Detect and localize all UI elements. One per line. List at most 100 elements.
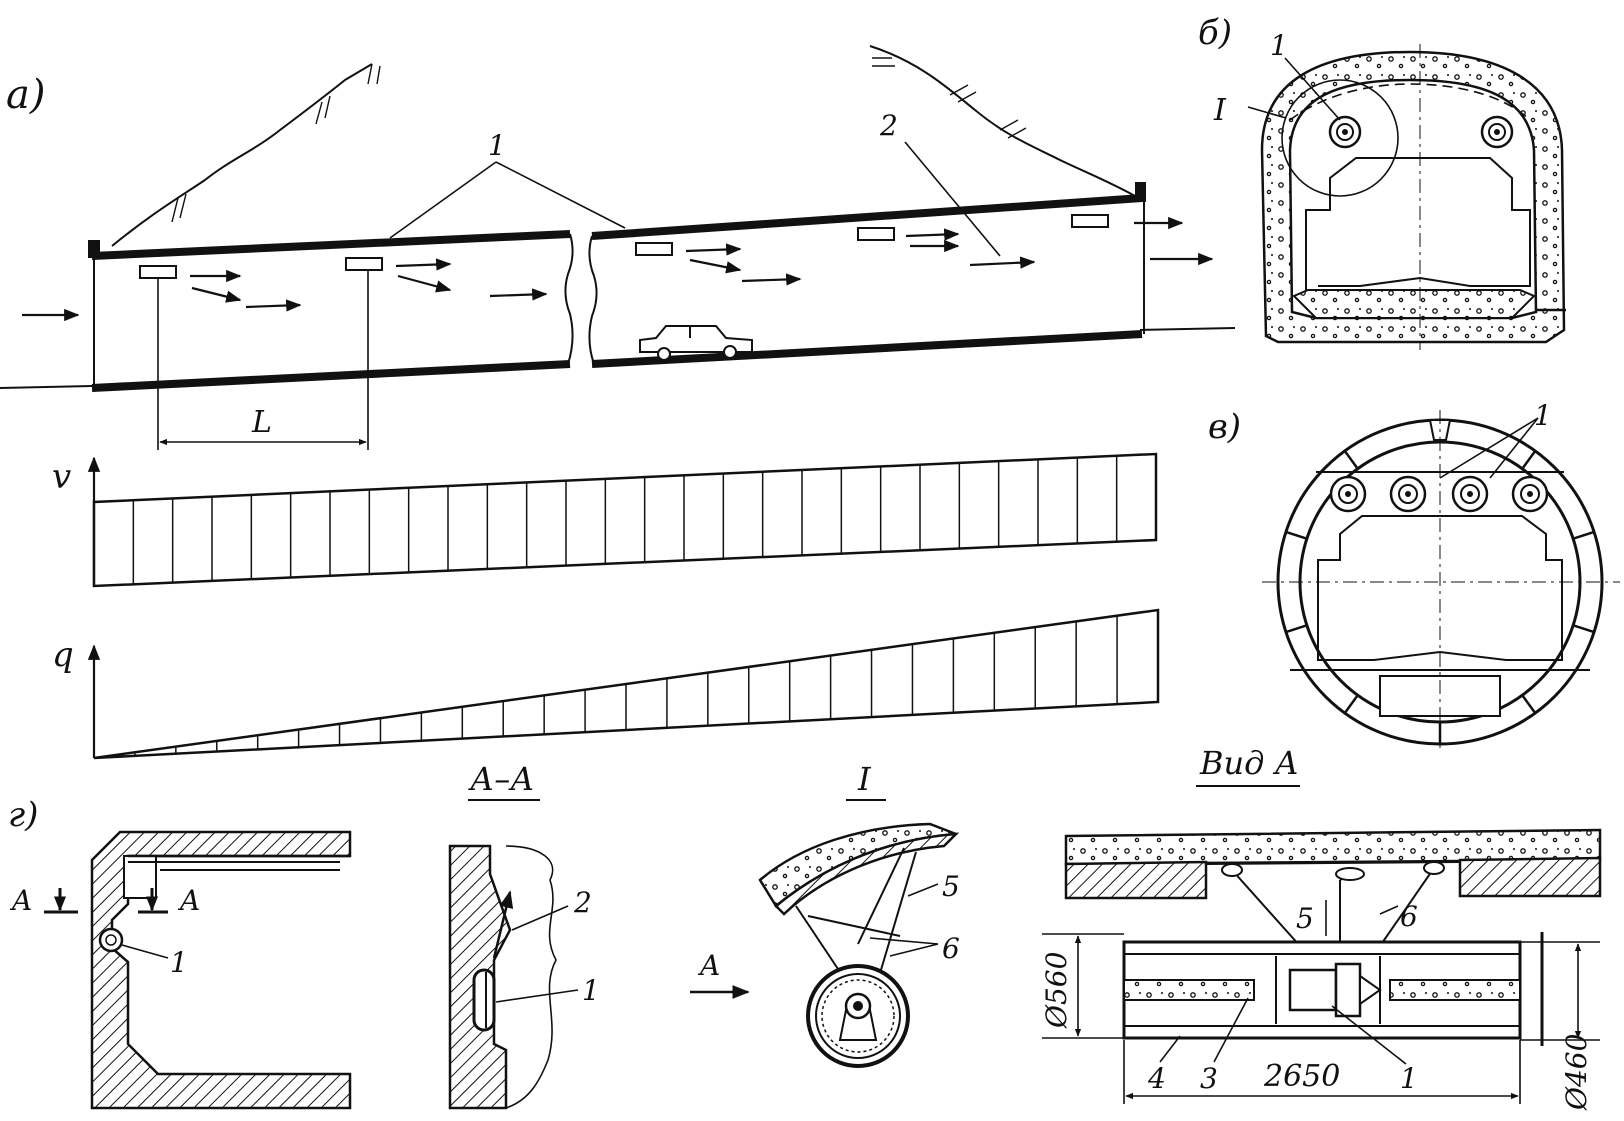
panel-label-g: г) bbox=[8, 795, 38, 835]
mountain-right bbox=[869, 45, 1136, 197]
segment-joint bbox=[1343, 450, 1359, 470]
callout-1-b: 1 bbox=[1270, 29, 1288, 62]
wall-lining-g bbox=[90, 830, 352, 1110]
callout-5-leader-I bbox=[907, 883, 939, 897]
vehicle-gauge-v bbox=[1317, 515, 1563, 661]
callout-4-leader-A bbox=[1159, 1035, 1181, 1063]
view-A-title: Вид А bbox=[1199, 744, 1299, 782]
discharge-bins bbox=[93, 608, 1160, 760]
panel-label-b: б) bbox=[1198, 13, 1232, 53]
fan-unit-right bbox=[1480, 115, 1514, 149]
wall-face-aa bbox=[505, 845, 557, 1109]
span-dimension bbox=[157, 270, 369, 450]
jet-fans bbox=[139, 214, 1109, 279]
span-label: L bbox=[251, 405, 272, 440]
vehicle-gauge-b bbox=[1305, 157, 1531, 290]
dim-length bbox=[1123, 1040, 1521, 1104]
cut-mark-right bbox=[138, 888, 168, 914]
horseshoe-interior bbox=[1288, 78, 1538, 320]
jet-direction-arrow bbox=[492, 890, 514, 959]
detail-I-title: I bbox=[857, 760, 872, 798]
cable-line-b bbox=[1289, 83, 1531, 121]
panel-label-a: а) bbox=[6, 72, 45, 118]
cut-mark-right-label: A bbox=[177, 884, 200, 917]
detail-circle-I bbox=[1281, 79, 1399, 197]
silencer-left bbox=[1123, 979, 1255, 1001]
section-horseshoe: б) I 1 bbox=[1198, 13, 1566, 350]
callout-6-I: 6 bbox=[942, 932, 960, 965]
jet-fan bbox=[345, 257, 383, 271]
callout-6-leader-A bbox=[1379, 905, 1399, 915]
cut-mark-left bbox=[44, 888, 78, 914]
detail-leader-I bbox=[1247, 106, 1287, 119]
callout-1: 1 bbox=[488, 129, 506, 162]
callout-1-leader-aa bbox=[495, 989, 579, 1003]
velocity-axis-label: v bbox=[52, 457, 71, 497]
callout-1-leaders-v bbox=[1439, 417, 1539, 479]
longitudinal-profile: а) bbox=[0, 45, 1236, 450]
callout-2-leader bbox=[904, 141, 1001, 257]
jet-fan-unit bbox=[1511, 475, 1549, 513]
segment-joint bbox=[1343, 694, 1359, 714]
ceiling-bracket-right bbox=[1458, 856, 1602, 898]
discharge-diagram: q bbox=[52, 608, 1160, 760]
mountain-right-hatching bbox=[872, 57, 1027, 139]
discharge-axis-label: q bbox=[52, 635, 74, 675]
callout-1-v: 1 bbox=[1534, 399, 1552, 432]
ceiling-underside bbox=[1205, 861, 1461, 865]
dim-inner-diameter bbox=[1520, 941, 1600, 1041]
callout-1-leader-b bbox=[1284, 57, 1341, 121]
callout-3-leader-A bbox=[1213, 997, 1249, 1063]
ground-line-left bbox=[0, 385, 93, 389]
section-aa-title: А–А bbox=[468, 760, 534, 798]
callout-1-g: 1 bbox=[170, 946, 188, 979]
jet-fan-unit bbox=[1389, 475, 1427, 513]
velocity-outline bbox=[92, 452, 1158, 588]
impeller-A bbox=[1334, 962, 1362, 1018]
tunnel-lining bbox=[88, 182, 1146, 392]
segment-joint bbox=[1572, 530, 1595, 540]
callout-6-leaders-I bbox=[869, 937, 939, 957]
jet-fan-g bbox=[98, 927, 124, 953]
callout-1-A: 1 bbox=[1400, 1062, 1418, 1095]
section-aa: А–А 2 1 bbox=[448, 760, 600, 1110]
jet-fan bbox=[857, 227, 895, 241]
silencer-right bbox=[1389, 979, 1521, 1001]
airflow-arrows bbox=[22, 216, 1214, 322]
segment-joint bbox=[1521, 694, 1537, 714]
ground-line-right bbox=[1139, 327, 1236, 331]
callout-1-aa: 1 bbox=[582, 974, 600, 1007]
cut-mark-left-label: A bbox=[9, 884, 32, 917]
panel-label-v: в) bbox=[1208, 407, 1241, 447]
detail-mark-I: I bbox=[1213, 93, 1227, 128]
mountain-left-hatching bbox=[171, 63, 381, 223]
view-A: Вид А 5 6 3 bbox=[1040, 744, 1602, 1111]
callout-6-A: 6 bbox=[1400, 900, 1418, 933]
dim-outer-diameter-label: Ø560 bbox=[1040, 952, 1073, 1029]
jet-fan-unit bbox=[1329, 475, 1367, 513]
car-icon bbox=[639, 325, 753, 361]
vault-layer-I bbox=[774, 832, 960, 916]
velocity-diagram: v bbox=[52, 452, 1158, 588]
jet-fan bbox=[139, 265, 177, 279]
callout-1-leaders bbox=[389, 161, 626, 239]
section-circular: в) 1 bbox=[1208, 399, 1620, 750]
dim-length-label: 2650 bbox=[1263, 1059, 1340, 1094]
dim-outer-diameter bbox=[1042, 933, 1124, 1039]
callout-2-aa: 2 bbox=[573, 886, 592, 919]
callout-5-I: 5 bbox=[942, 870, 960, 903]
fan-unit-left bbox=[1328, 115, 1362, 149]
view-arrow-label: A bbox=[697, 949, 720, 982]
ceiling-bracket-left bbox=[1064, 860, 1208, 900]
callout-4-A: 4 bbox=[1147, 1062, 1166, 1095]
fan-row bbox=[1329, 475, 1549, 513]
jet-fan-unit bbox=[1451, 475, 1489, 513]
velocity-bins bbox=[92, 452, 1158, 588]
segment-joint bbox=[1285, 624, 1308, 634]
jet-fan bbox=[635, 242, 673, 256]
detail-I: I A 5 6 bbox=[690, 760, 960, 1068]
callout-5-A: 5 bbox=[1296, 902, 1314, 935]
callout-1-leader-A bbox=[1331, 1005, 1407, 1065]
fan-aa bbox=[472, 968, 496, 1032]
